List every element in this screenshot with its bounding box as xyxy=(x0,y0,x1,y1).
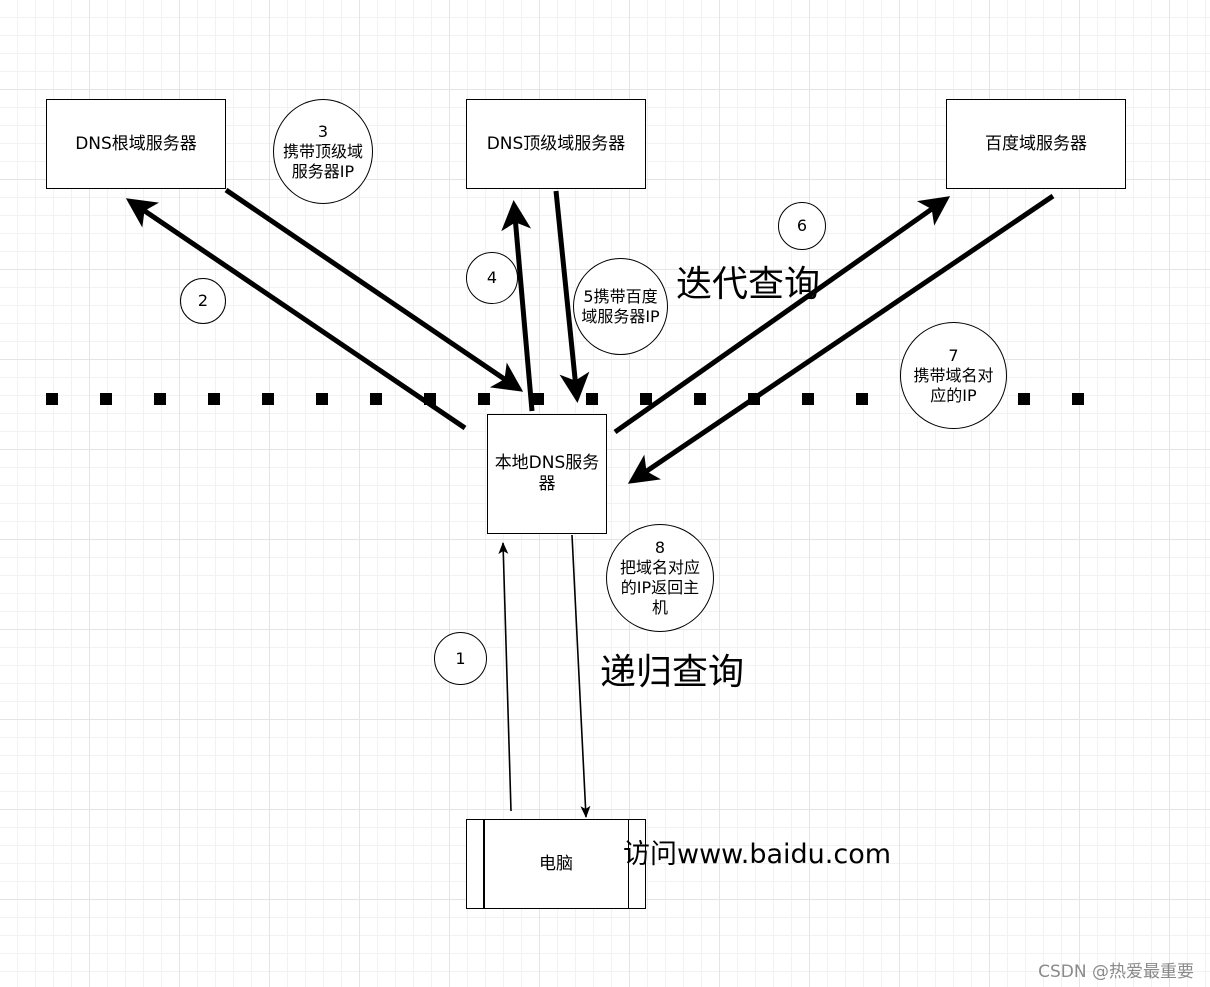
local-dns-server-label: 本地DNS服务器 xyxy=(494,453,600,494)
arrow-3-root-to-local xyxy=(224,187,524,392)
baidu-domain-server-box: 百度域服务器 xyxy=(946,99,1126,189)
step-6-label: 6 xyxy=(796,216,808,235)
arrow-4-local-to-tld xyxy=(501,200,535,412)
iterative-query-label: 迭代查询 xyxy=(676,264,821,305)
step-7-circle: 7 携带域名对 应的IP xyxy=(900,322,1007,429)
local-dns-server-box: 本地DNS服务器 xyxy=(487,414,607,534)
dns-root-server-box: DNS根域服务器 xyxy=(46,99,226,189)
step-8-label: 8 把域名对应 的IP返回主 机 xyxy=(619,538,700,617)
baidu-domain-server-label: 百度域服务器 xyxy=(985,133,1087,154)
dns-tld-server-box: DNS顶级域服务器 xyxy=(466,99,646,189)
visit-url-label: 访问www.baidu.com xyxy=(623,839,892,870)
pc-box-right-bar xyxy=(627,820,629,908)
arrow-8-local-to-pc xyxy=(571,534,591,818)
arrow-6-local-to-baidu xyxy=(613,196,951,435)
step-5-label: 5携带百度 域服务器IP xyxy=(581,286,660,326)
pc-box: 电脑 xyxy=(466,819,646,909)
pc-label: 电脑 xyxy=(539,853,573,874)
step-5-circle: 5携带百度 域服务器IP xyxy=(573,258,668,355)
step-3-label: 3 携带顶级域 服务器IP xyxy=(282,121,363,181)
step-6-circle: 6 xyxy=(778,202,826,250)
step-1-label: 1 xyxy=(455,648,466,668)
step-8-circle: 8 把域名对应 的IP返回主 机 xyxy=(606,524,714,632)
step-4-circle: 4 xyxy=(466,252,518,304)
step-1-circle: 1 xyxy=(434,632,487,685)
arrow-7-baidu-to-local xyxy=(627,193,1055,484)
step-3-circle: 3 携带顶级域 服务器IP xyxy=(273,99,373,204)
pc-box-left-bar xyxy=(483,820,485,908)
arrow-1-pc-to-local xyxy=(498,542,512,812)
csdn-watermark: CSDN @热爱最重要 xyxy=(1038,962,1194,982)
recursive-query-label: 递归查询 xyxy=(600,652,745,693)
arrow-5-tld-to-local xyxy=(553,190,590,403)
dns-tld-server-label: DNS顶级域服务器 xyxy=(486,133,626,154)
step-7-label: 7 携带域名对 应的IP xyxy=(913,345,994,405)
dns-root-server-label: DNS根域服务器 xyxy=(75,133,197,154)
arrow-2-local-to-root xyxy=(125,198,467,431)
step-2-label: 2 xyxy=(197,291,209,310)
step-2-circle: 2 xyxy=(180,278,226,324)
step-4-label: 4 xyxy=(486,268,498,287)
